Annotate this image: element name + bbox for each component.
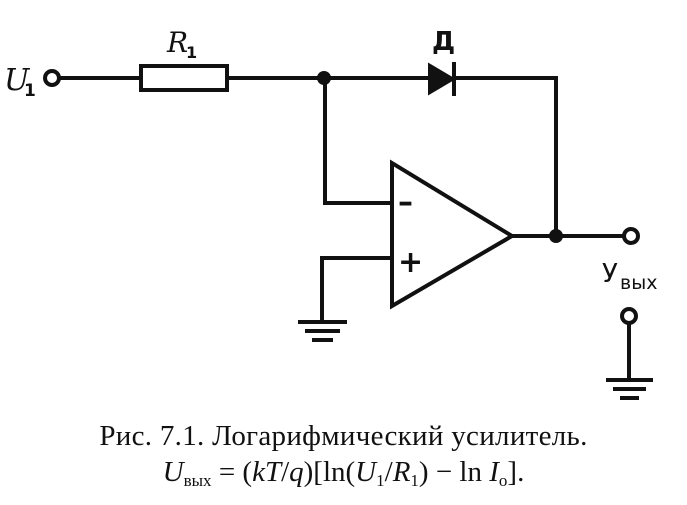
formula-end: ]. [507, 456, 525, 488]
formula-q: q [289, 456, 304, 488]
formula-minus: ) − ln [418, 456, 490, 488]
formula-lhs: U [162, 456, 184, 488]
output-common-terminal [620, 307, 638, 325]
formula-slash2: / [384, 456, 393, 488]
formula-u-sub: 1 [376, 471, 385, 490]
formula-lhs-sub: вых [183, 471, 212, 490]
formula-r-sub: 1 [410, 471, 419, 490]
input-label: U [4, 63, 31, 98]
input-terminal [43, 69, 61, 87]
diode-label: Д [432, 27, 455, 57]
output-label: У [602, 259, 618, 289]
resistor-label-sub: 1 [186, 43, 197, 62]
output-label-sub: вых [620, 272, 657, 294]
formula-i-sub: o [498, 471, 508, 490]
formula-mid: )[ln( [303, 456, 356, 488]
figure-caption: Рис. 7.1. Логарифмический усилитель. [99, 420, 588, 452]
formula-kt: kT [252, 456, 282, 488]
formula-eq: = ( [211, 456, 253, 488]
junction-node-output [549, 229, 563, 243]
circuit-diagram: U 1 R 1 Д – + У вых [4, 26, 657, 400]
resistor-r1 [139, 64, 229, 92]
diode-symbol [428, 62, 456, 96]
noninverting-sign: + [398, 245, 423, 280]
resistor-label: R [166, 26, 188, 59]
formula-slash: / [281, 456, 290, 488]
op-amp-triangle [390, 159, 516, 310]
figure-formula: Uвых = (kT/q)[ln(U1/R1) − ln Io]. [0, 456, 687, 491]
inverting-sign: – [398, 185, 413, 220]
junction-node-input [317, 71, 331, 85]
formula-i: I [489, 456, 499, 488]
formula-u: U [355, 456, 377, 488]
output-terminal [622, 227, 640, 245]
input-label-sub: 1 [24, 81, 36, 101]
formula-r: R [392, 456, 411, 488]
